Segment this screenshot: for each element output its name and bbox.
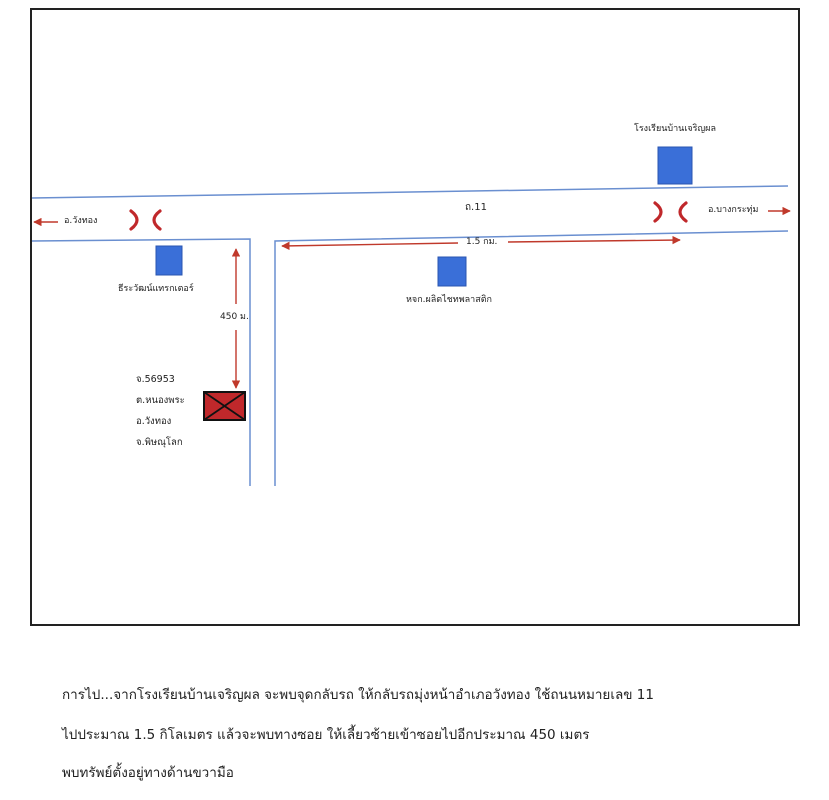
school-landmark-icon	[657, 146, 693, 185]
distance-soi-label: 450 ม.	[220, 312, 249, 322]
directions-line-1: การไป...จากโรงเรียนบ้านเจริญผล จะพบจุดกล…	[62, 687, 654, 703]
directions-line-2: ไปประมาณ 1.5 กิโลเมตร แล้วจะพบทางซอย ให้…	[62, 727, 590, 743]
distance-main-arrow-icon	[281, 241, 459, 251]
property-address-line-4: จ.พิษณุโลก	[136, 437, 183, 448]
plastic-factory-landmark-icon	[437, 256, 467, 287]
left-direction-label: อ.วังทอง	[64, 216, 98, 226]
property-x-icon	[203, 391, 246, 421]
tractor-shop-label: ธีระวัฒน์แทรกเตอร์	[118, 284, 194, 294]
directions-line-3: พบทรัพย์ตั้งอยู่ทางด้านขวามือ	[62, 765, 234, 781]
map-frame	[30, 8, 800, 626]
road-number-label: ถ.11	[465, 202, 487, 213]
school-label: โรงเรียนบ้านเจริญผล	[634, 124, 716, 134]
u-turn-right-icon	[653, 201, 688, 223]
tractor-shop-landmark-icon	[155, 245, 183, 276]
property-address-line-2: ต.หนองพระ	[136, 395, 185, 406]
main-road-bottom-right-edge	[274, 230, 789, 486]
distance-main-label: 1.5 กม.	[466, 237, 498, 247]
u-turn-left-icon	[129, 209, 162, 231]
plastic-factory-label: หจก.ผลิตไชทพลาสติก	[406, 295, 493, 305]
property-address-line-3: อ.วังทอง	[136, 416, 172, 427]
property-address-line-1: จ.56953	[136, 374, 175, 385]
right-direction-label: อ.บางกระทุ่ม	[708, 205, 759, 215]
main-road-bottom-left-edge	[31, 238, 251, 486]
main-road	[31, 185, 789, 486]
distance-main-arrow-icon-right	[507, 235, 681, 245]
main-road-top-edge	[31, 185, 789, 199]
